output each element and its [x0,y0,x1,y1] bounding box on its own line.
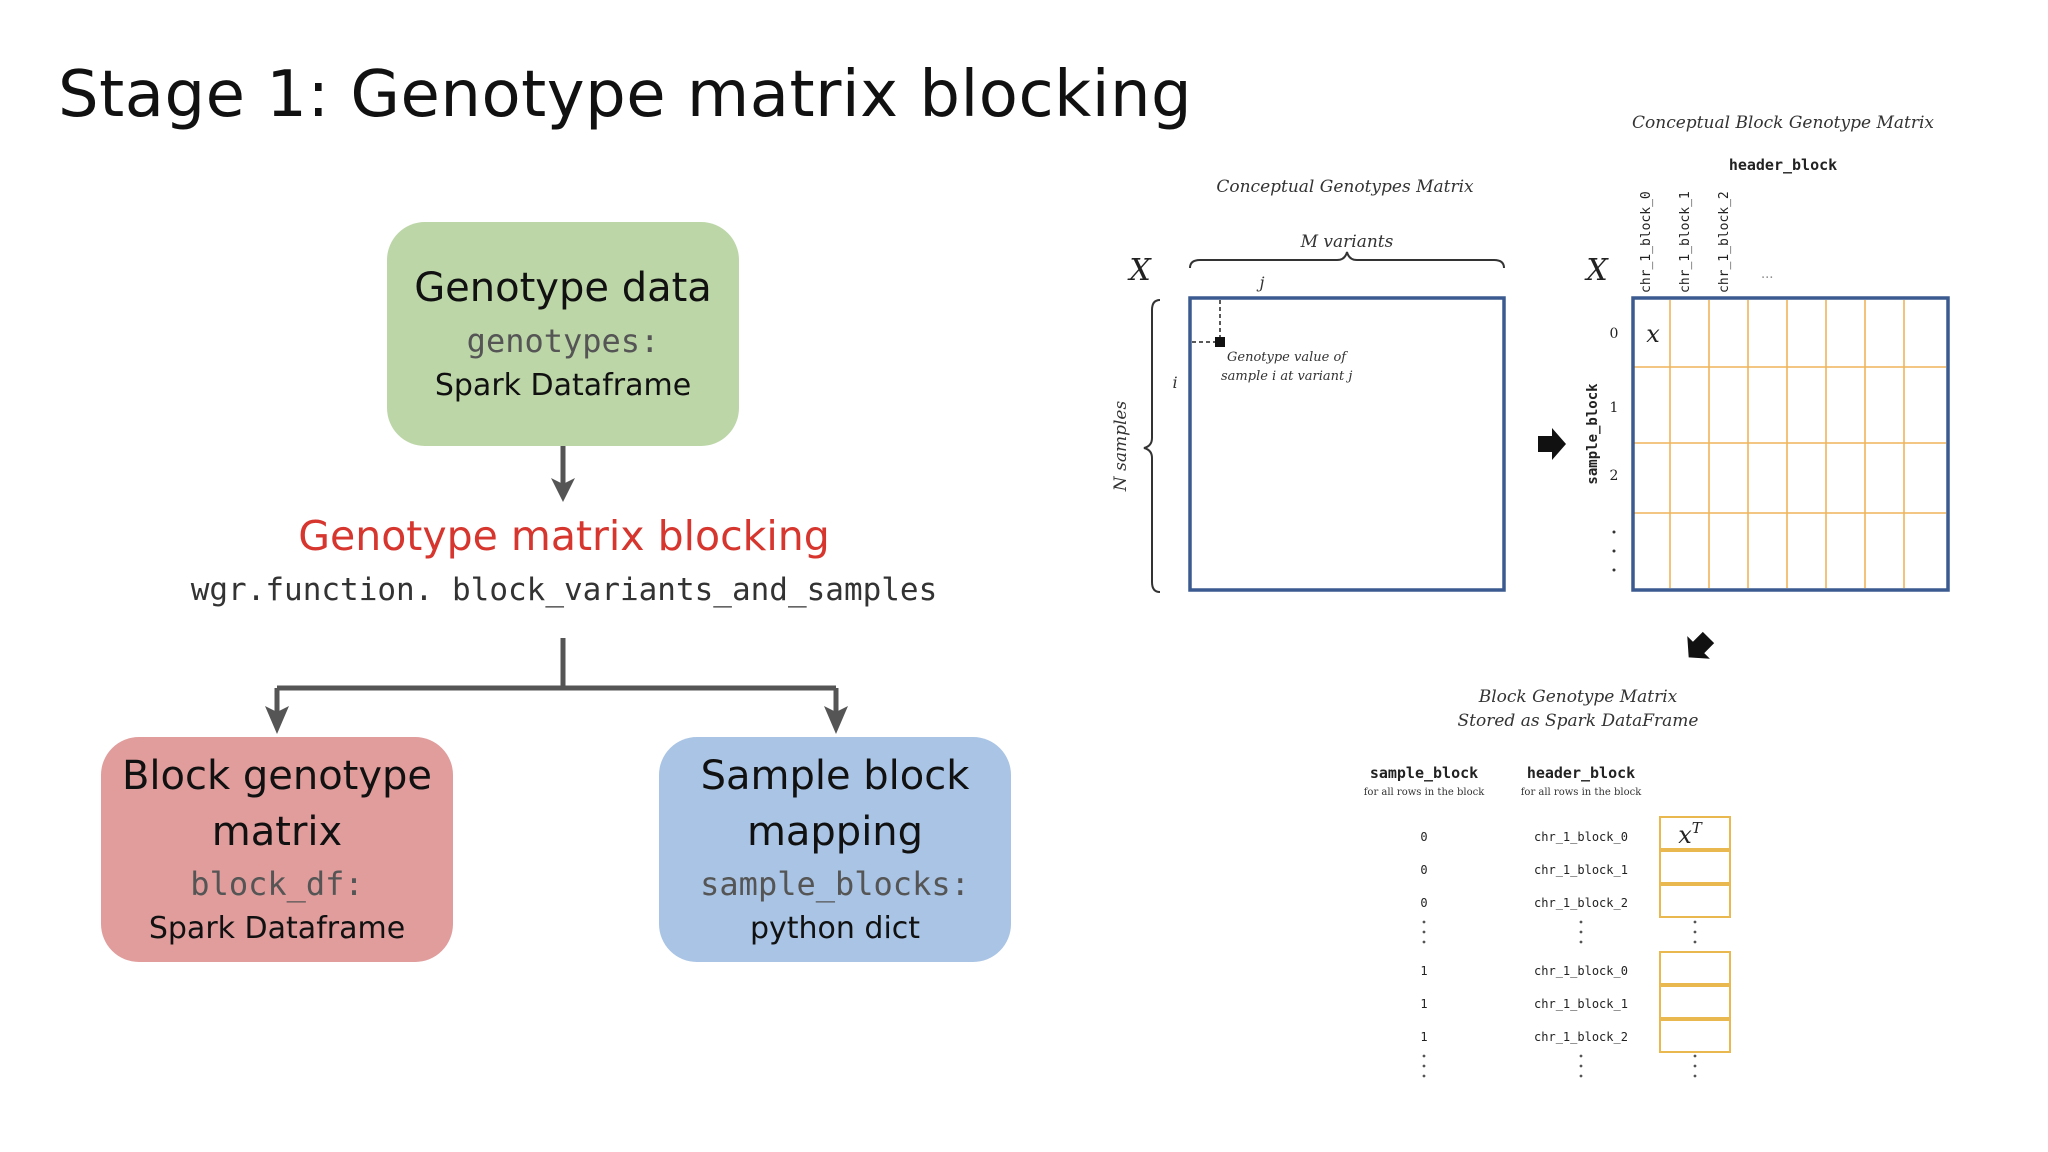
block-cell-symbol: x [1646,320,1660,348]
df-row-5-header: chr_1_block_2 [1534,1030,1628,1044]
arrowhead-down-process [551,478,575,502]
process-title: Genotype matrix blocking [298,512,830,560]
block-matrix: Conceptual Block Genotype Matrix header_… [1584,113,1950,592]
sample-block-mapping-box: Sample block mapping sample_blocks: pyth… [659,737,1011,962]
block-matrix-heading-line1: Block genotype [121,753,433,800]
row-label-1: 1 [1610,400,1619,416]
variants-brace [1189,251,1505,269]
block-matrix-header-label: header_block [1729,156,1837,174]
col-header-block-header: header_block [1527,764,1635,782]
df-row-4-sample: 1 [1420,997,1427,1011]
col-header-block-sub: for all rows in the block [1521,787,1642,798]
arrow-down-left-icon [1687,631,1715,659]
df-cell-1 [1659,850,1731,884]
block-matrix-code: block_df: [190,864,364,903]
block-matrix-frame [1631,296,1950,592]
sample-mapping-heading-line1: Sample block [700,753,970,800]
genotype-matrix-frame [1188,296,1506,592]
df-cell-3 [1659,951,1731,985]
column-header-2: chr_1_block_2 [1717,191,1732,293]
cell-note-line1: Genotype value of [1227,350,1348,365]
df-row-4-header: chr_1_block_1 [1534,997,1628,1011]
df-row-0-header: chr_1_block_0 [1534,830,1628,844]
df-cell-2 [1659,884,1731,918]
samples-label: N samples [1111,401,1131,493]
dataframe-title-line2: Stored as Spark DataFrame [1458,711,1699,731]
column-header-0: chr_1_block_0 [1639,191,1654,293]
slide-title: Stage 1: Genotype matrix blocking [58,58,1193,132]
df-row-3-sample: 1 [1420,964,1427,978]
col-sample-block-header: sample_block [1370,764,1478,782]
sample-mapping-type: python dict [749,910,921,946]
block-genotype-matrix-box: Block genotype matrix block_df: Spark Da… [101,737,453,962]
column-header-1: chr_1_block_1 [1678,191,1693,293]
row-axis-label: sample_block [1585,383,1601,485]
genotype-data-box: Genotype data genotypes: Spark Dataframe [387,222,739,446]
df-row-5-sample: 1 [1420,1030,1427,1044]
sample-mapping-code: sample_blocks: [700,864,970,903]
dataframe-table: Block Genotype Matrix Stored as Spark Da… [1364,687,1731,1078]
df-row-1-header: chr_1_block_1 [1534,863,1628,877]
dataframe-title-line1: Block Genotype Matrix [1478,687,1678,707]
conceptual-matrix: Conceptual Genotypes Matrix X M variants… [1111,177,1506,593]
block-matrix-symbol: X [1584,253,1609,288]
genotype-data-heading: Genotype data [414,265,712,312]
df-cell-4 [1659,985,1731,1019]
arrow-right-icon [1538,428,1566,460]
df-row-2-header: chr_1_block_2 [1534,896,1628,910]
cell-marker [1215,337,1225,347]
df-cell-0 [1659,816,1731,850]
arrowhead-down-left [265,706,289,734]
transposed-block-label: xT [1678,819,1703,849]
transposed-block-symbol: x [1678,821,1692,849]
dataframe-ellipsis [1422,920,1697,1078]
more-columns: ... [1761,267,1773,282]
row-label-2: 2 [1610,468,1619,484]
samples-brace [1143,299,1161,593]
sample-mapping-heading-line2: mapping [746,808,924,855]
block-matrix-title: Conceptual Block Genotype Matrix [1632,113,1934,133]
df-row-3-header: chr_1_block_0 [1534,964,1628,978]
df-row-0-sample: 0 [1420,830,1427,844]
variants-label: M variants [1300,232,1394,252]
block-matrix-heading-line2: matrix [211,808,343,855]
genotype-data-type: Spark Dataframe [434,367,692,403]
arrowhead-down-right [824,706,848,734]
df-cell-5 [1659,1019,1731,1053]
row-ellipsis [1612,530,1616,572]
conceptual-matrix-title: Conceptual Genotypes Matrix [1216,177,1474,197]
row-label-0: 0 [1610,326,1619,342]
df-row-2-sample: 0 [1420,896,1427,910]
conceptual-matrix-symbol: X [1127,253,1152,288]
column-index-j: j [1257,273,1265,292]
row-index-i: i [1172,373,1177,392]
transposed-block-superscript: T [1692,819,1703,837]
block-grid [1633,300,1946,588]
block-matrix-type: Spark Dataframe [148,910,406,946]
process-function-name: wgr.function. block_variants_and_samples [190,572,938,608]
genotype-data-code: genotypes: [466,321,660,360]
cell-note-line2: sample i at variant j [1221,369,1352,384]
col-sample-block-sub: for all rows in the block [1364,787,1485,798]
df-row-1-sample: 0 [1420,863,1427,877]
